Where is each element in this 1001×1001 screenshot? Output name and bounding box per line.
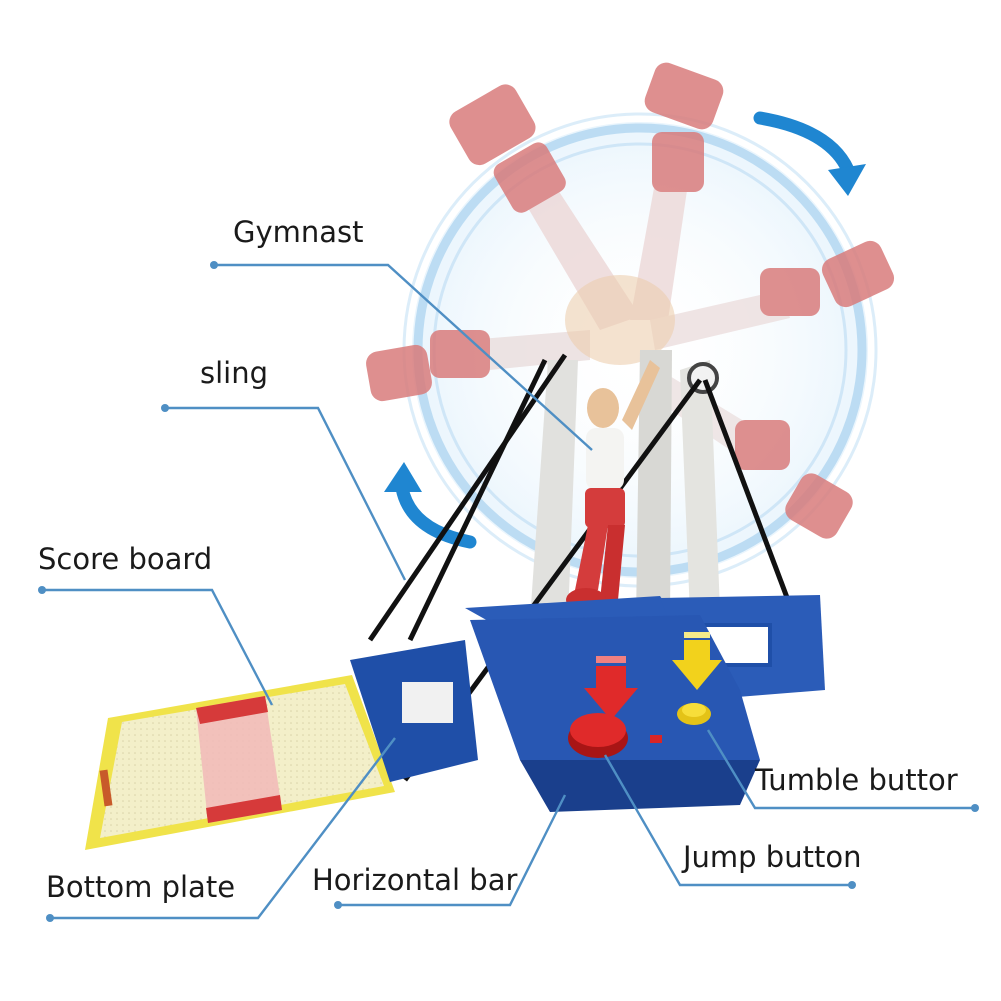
jump-button[interactable]: [568, 713, 628, 758]
label-sling: sling: [200, 356, 268, 390]
press-down-arrow-icon: [584, 656, 638, 720]
label-tumble-button: Tumble buttor: [754, 763, 958, 797]
label-horizontal-bar: Horizontal bar: [312, 863, 517, 897]
callout-tumble-button: [706, 729, 979, 812]
callout-sling: [161, 404, 407, 581]
label-bottom-plate: Bottom plate: [46, 870, 235, 904]
rotation-arrow-icon: [753, 111, 866, 196]
callout-bottom-plate: [46, 737, 396, 922]
press-down-arrow-icon: [672, 632, 722, 690]
gymnast-figure: [566, 360, 660, 612]
tumble-button[interactable]: [677, 703, 711, 725]
callout-score-board: [38, 586, 274, 706]
callout-gymnast: [210, 261, 593, 451]
callout-horizontal-bar: [334, 794, 567, 909]
label-gymnast: Gymnast: [233, 215, 364, 249]
score-board: [85, 675, 395, 850]
callout-jump-button: [603, 754, 856, 889]
label-score-board: Score board: [38, 542, 212, 576]
bottom-plate: [350, 595, 825, 812]
toy-frame: [530, 350, 720, 620]
label-jump-button: Jump button: [681, 840, 861, 874]
